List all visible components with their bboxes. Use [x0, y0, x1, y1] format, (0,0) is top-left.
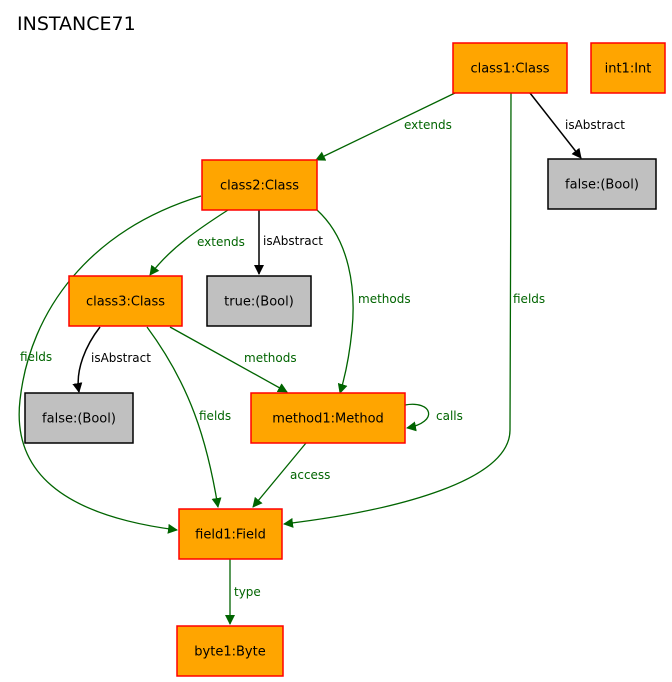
node-label: int1:Int	[605, 62, 652, 77]
edge-method1-access-field1: access	[252, 442, 330, 508]
edge-label-extends: extends	[197, 235, 245, 249]
nodes: class1:Class int1:Int false:(Bool) class…	[24, 42, 666, 677]
node-label: method1:Method	[272, 412, 384, 427]
node-label: field1:Field	[195, 528, 266, 543]
edge-class2-isabstract-true: isAbstract	[254, 210, 323, 275]
edge-label-type: type	[234, 585, 261, 599]
node-label: class1:Class	[470, 62, 549, 77]
node-class1[interactable]: class1:Class	[452, 42, 568, 94]
node-label: class2:Class	[220, 179, 299, 194]
edge-label-isabstract: isAbstract	[565, 118, 625, 132]
node-class2[interactable]: class2:Class	[201, 159, 318, 211]
edge-label-extends: extends	[404, 118, 452, 132]
edge-class2-extends-class3: extends	[149, 209, 245, 276]
edge-class3-fields-field1: fields	[146, 326, 231, 508]
edge-label-fields: fields	[20, 350, 52, 364]
edge-class3-isabstract-false: isAbstract	[72, 326, 151, 393]
edge-method1-calls-method1: calls	[404, 403, 463, 432]
edge-class3-methods-method1: methods	[169, 326, 297, 393]
edge-field1-type-byte1: type	[225, 559, 261, 625]
node-label: class3:Class	[86, 295, 165, 310]
node-label: true:(Bool)	[224, 295, 294, 310]
node-int1[interactable]: int1:Int	[590, 42, 666, 94]
edge-class2-methods-method1: methods	[316, 209, 411, 394]
edge-label-access: access	[290, 468, 330, 482]
edge-label-methods: methods	[244, 351, 297, 365]
edge-class1-fields-field1: fields	[283, 92, 545, 528]
node-label: byte1:Byte	[194, 645, 265, 660]
edge-label-isabstract: isAbstract	[263, 234, 323, 248]
node-label: false:(Bool)	[42, 412, 116, 427]
node-true-bool[interactable]: true:(Bool)	[206, 275, 312, 327]
node-false-bool-2[interactable]: false:(Bool)	[24, 392, 134, 444]
edges: extends isAbstract fields extends isAbst…	[18, 92, 625, 625]
node-field1[interactable]: field1:Field	[178, 508, 283, 560]
edge-label-calls: calls	[436, 409, 463, 423]
edge-class1-isabstract-false: isAbstract	[529, 92, 625, 159]
edge-label-methods: methods	[358, 292, 411, 306]
edge-label-isabstract: isAbstract	[91, 351, 151, 365]
node-class3[interactable]: class3:Class	[68, 275, 183, 327]
node-method1[interactable]: method1:Method	[250, 392, 406, 444]
edge-class1-extends-class2: extends	[315, 92, 456, 161]
node-label: false:(Bool)	[565, 178, 639, 193]
diagram-title: INSTANCE71	[17, 13, 136, 35]
node-false-bool-1[interactable]: false:(Bool)	[547, 158, 657, 210]
edge-label-fields: fields	[199, 409, 231, 423]
edge-label-fields: fields	[513, 292, 545, 306]
edge-class2-fields-field1: fields	[18, 195, 202, 534]
node-byte1[interactable]: byte1:Byte	[176, 625, 284, 677]
